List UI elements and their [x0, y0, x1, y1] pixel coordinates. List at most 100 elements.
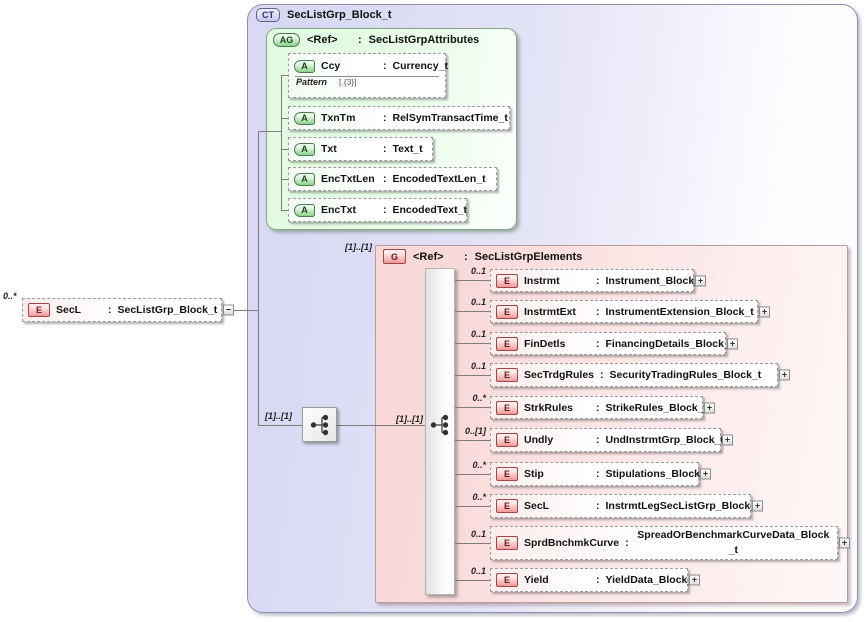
element-icon: E — [28, 303, 50, 317]
cardinality-label: 0..1 — [470, 361, 486, 371]
element-name: Yield — [524, 574, 549, 586]
element-icon: E — [496, 336, 518, 351]
cardinality-label: 0..1 — [470, 329, 486, 339]
cardinality-label: 0..* — [472, 393, 486, 403]
attribute-icon: A — [294, 111, 315, 125]
complex-type-title: SecListGrp_Block_t — [287, 9, 392, 21]
cardinality-label: 0..1 — [470, 266, 486, 276]
element-type: SpreadOrBenchmarkCurveData_Block_t — [637, 529, 830, 556]
sequence-glyph — [430, 414, 449, 436]
connector-line — [281, 179, 288, 180]
connector-line — [281, 210, 288, 211]
element-findetls[interactable]: E FinDetls : FinancingDetails_Block_t + — [490, 332, 738, 355]
attribute-name: Ccy — [321, 60, 341, 73]
element-icon: E — [496, 400, 518, 415]
attribute-txt[interactable]: A Txt : Text_t — [288, 137, 433, 161]
facet-name: Pattern — [296, 77, 328, 88]
connector-line — [281, 75, 282, 211]
group-icon: G — [383, 249, 406, 264]
colon: : — [596, 500, 600, 512]
cardinality-label: [1]..[1] — [345, 242, 372, 252]
element-sectrdgrules[interactable]: E SecTrdgRules : SecurityTradingRules_Bl… — [490, 363, 790, 387]
element-name: FinDetls — [524, 337, 566, 350]
colon: : — [464, 250, 468, 263]
cardinality-label: 0..[1] — [464, 426, 486, 436]
attribute-enctxtlen[interactable]: A EncTxtLen : EncodedTextLen_t — [288, 167, 497, 191]
sequence-bar — [425, 268, 455, 595]
element-secl-root[interactable]: E SecL : SecListGrp_Block_t − — [22, 298, 234, 322]
connector-line — [258, 425, 302, 426]
expand-button[interactable]: + — [700, 468, 711, 480]
element-type: SecListGrp_Block_t — [117, 304, 218, 316]
cardinality-label: 0..1 — [470, 297, 486, 307]
element-undly[interactable]: E Undly : UndInstrmtGrp_Block_t + — [490, 428, 733, 452]
element-icon: E — [496, 433, 518, 447]
colon: : — [596, 274, 600, 287]
cardinality-label: [1]..[1] — [265, 411, 292, 421]
colon: : — [625, 537, 629, 549]
complex-type-icon: CT — [256, 8, 280, 22]
collapse-button[interactable]: − — [223, 304, 234, 316]
element-instrmtext[interactable]: E InstrmtExt : InstrumentExtension_Block… — [490, 300, 770, 323]
sequence-compositor-icon[interactable] — [427, 410, 453, 440]
attribute-txntm[interactable]: A TxnTm : RelSymTransactTime_t — [288, 106, 510, 130]
element-type: InstrumentExtension_Block_t — [605, 305, 754, 318]
colon: : — [596, 574, 600, 586]
element-secl[interactable]: E SecL : InstrmtLegSecListGrp_Block_t + — [490, 494, 763, 518]
colon: : — [383, 143, 387, 155]
expand-button[interactable]: + — [759, 306, 770, 317]
connector-line — [281, 75, 288, 76]
colon: : — [596, 434, 600, 446]
attribute-type: Text_t — [392, 143, 423, 155]
element-type: Stipulations_Block_t — [605, 468, 710, 480]
element-stip[interactable]: E Stip : Stipulations_Block_t + — [490, 462, 711, 486]
element-icon: E — [496, 573, 518, 587]
cardinality-label: 0..* — [472, 492, 486, 502]
group-name: SecListGrpElements — [474, 250, 583, 263]
element-strkrules[interactable]: E StrkRules : StrikeRules_Block_t + — [490, 396, 715, 419]
expand-button[interactable]: + — [704, 402, 715, 413]
element-type: YieldData_Block_t — [605, 574, 697, 586]
cardinality-label: 0..* — [3, 291, 17, 301]
expand-button[interactable]: + — [779, 369, 790, 381]
colon: : — [383, 204, 387, 216]
group-ref: <Ref> — [413, 250, 444, 263]
expand-button[interactable]: + — [689, 574, 700, 586]
connector-line — [455, 407, 490, 408]
element-instrmt[interactable]: E Instrmt : Instrument_Block_t + — [490, 269, 706, 292]
expand-button[interactable]: + — [695, 275, 706, 286]
connector-line — [281, 118, 288, 119]
element-yield[interactable]: E Yield : YieldData_Block_t + — [490, 568, 700, 592]
connector-line — [281, 149, 288, 150]
attribute-icon: A — [294, 203, 315, 217]
element-icon: E — [496, 499, 518, 513]
element-icon: E — [496, 536, 518, 550]
cardinality-label: 0..1 — [470, 529, 486, 539]
element-name: Undly — [524, 434, 554, 446]
connector-line — [258, 131, 282, 132]
attribute-icon: A — [294, 59, 315, 73]
element-name: SecL — [56, 304, 82, 316]
expand-button[interactable]: + — [752, 500, 763, 512]
attribute-type: EncodedText_t — [392, 204, 467, 216]
expand-button[interactable]: + — [839, 537, 850, 549]
expand-button[interactable]: + — [727, 338, 738, 349]
attribute-name: EncTxt — [321, 204, 357, 216]
expand-button[interactable]: + — [722, 434, 733, 446]
element-name: SecL — [524, 500, 550, 512]
attribute-group-name: SecListGrpAttributes — [368, 34, 480, 46]
element-name: Instrmt — [524, 274, 560, 287]
element-icon: E — [496, 273, 518, 288]
colon: : — [383, 173, 387, 185]
element-sprdbnchmkcurve[interactable]: E SprdBnchmkCurve : SpreadOrBenchmarkCur… — [490, 526, 850, 560]
connector-line — [455, 474, 490, 475]
attribute-enctxt[interactable]: A EncTxt : EncodedText_t — [288, 198, 467, 222]
element-name: InstrmtExt — [524, 305, 576, 318]
element-icon: E — [496, 368, 518, 382]
sequence-compositor-icon[interactable] — [302, 407, 337, 442]
element-name: Stip — [524, 468, 544, 480]
attribute-group-icon: AG — [273, 33, 300, 47]
attribute-ccy[interactable]: A Ccy : Currency_t Pattern [.{3}] — [288, 53, 448, 98]
element-name: StrkRules — [524, 401, 574, 414]
